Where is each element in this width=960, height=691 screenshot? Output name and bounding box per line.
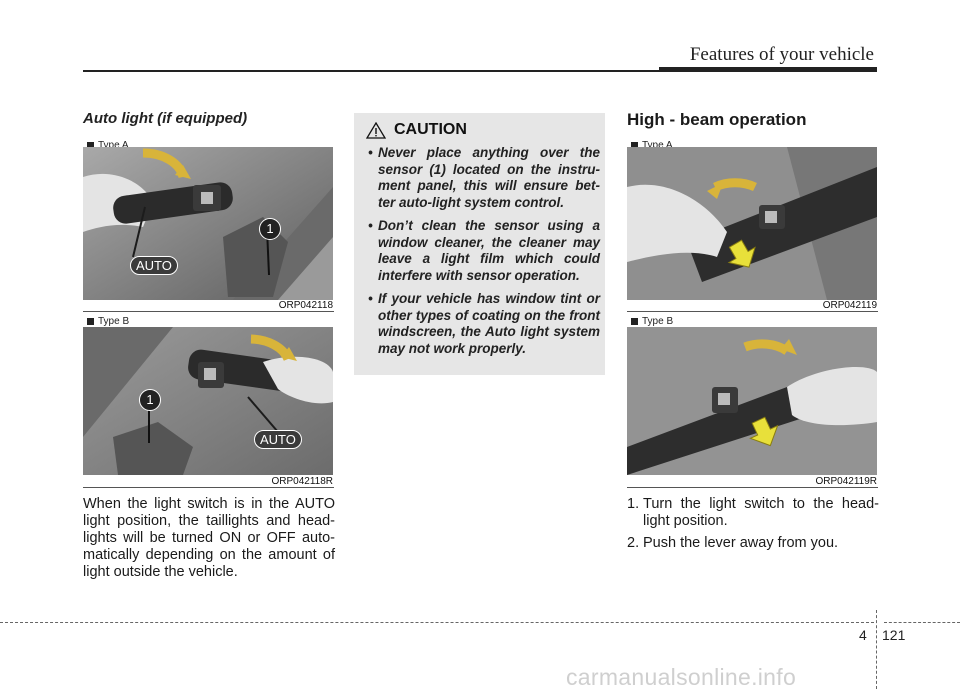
header-rule-accent xyxy=(659,67,877,72)
high-beam-title: High - beam operation xyxy=(627,110,807,129)
figure-caption-rule xyxy=(83,311,334,312)
auto-light-description: When the light switch is in the AUTO lig… xyxy=(83,496,335,580)
figure-caption-rule xyxy=(83,487,334,488)
caution-item: Don’t clean the sensor using a window cl… xyxy=(364,218,600,284)
footer-dashed-rule xyxy=(884,622,960,623)
figure-b-type-label: Type B xyxy=(87,316,129,327)
caution-list: Never place anything over the sensor (1)… xyxy=(364,145,600,364)
figure-caption-rule xyxy=(627,311,878,312)
sensor-callout-number: 1 xyxy=(139,389,161,411)
auto-light-photo-type-b xyxy=(83,327,333,475)
auto-position-callout: AUTO xyxy=(254,430,302,449)
figure-b-caption: ORP042119R xyxy=(815,476,877,487)
page-header-title: Features of your vehicle xyxy=(689,44,874,65)
figure-b-caption: ORP042118R xyxy=(271,476,333,487)
bullet-square-icon xyxy=(87,142,94,149)
header-rule xyxy=(83,70,659,72)
figure-a-type-label: Type A xyxy=(87,140,129,151)
caution-item: Never place anything over the sensor (1)… xyxy=(364,145,600,211)
auto-light-title: Auto light (if equipped) xyxy=(83,110,248,127)
sensor-callout-number: 1 xyxy=(259,218,281,240)
bullet-square-icon xyxy=(631,142,638,149)
page-number: 121 xyxy=(882,627,906,643)
footer-dashed-rule xyxy=(0,622,874,623)
bullet-square-icon xyxy=(631,318,638,325)
step-item: 2.Push the lever away from you. xyxy=(627,535,839,551)
high-beam-photo-type-a xyxy=(627,147,877,300)
bullet-square-icon xyxy=(87,318,94,325)
figure-a-type-label: Type A xyxy=(631,140,673,151)
caution-heading: CAUTION xyxy=(366,121,467,139)
caution-item: If your vehicle has window tint or other… xyxy=(364,291,600,357)
figure-a-caption: ORP042118 xyxy=(278,300,333,311)
watermark: carmanualsonline.info xyxy=(566,664,797,690)
figure-b-type-label: Type B xyxy=(631,316,673,327)
figure-a-caption: ORP042119 xyxy=(822,300,877,311)
auto-light-photo-type-a xyxy=(83,147,333,300)
warning-triangle-icon xyxy=(366,121,386,139)
auto-position-callout: AUTO xyxy=(130,256,178,275)
high-beam-photo-type-b xyxy=(627,327,877,475)
caution-box: CAUTION Never place anything over the se… xyxy=(354,113,605,375)
chapter-number: 4 xyxy=(859,627,867,643)
figure-caption-rule xyxy=(627,487,878,488)
footer-dashed-divider xyxy=(876,610,877,689)
step-item: 1.Turn the light switch to the head-ligh… xyxy=(627,496,879,529)
high-beam-steps: 1.Turn the light switch to the head-ligh… xyxy=(627,496,879,557)
